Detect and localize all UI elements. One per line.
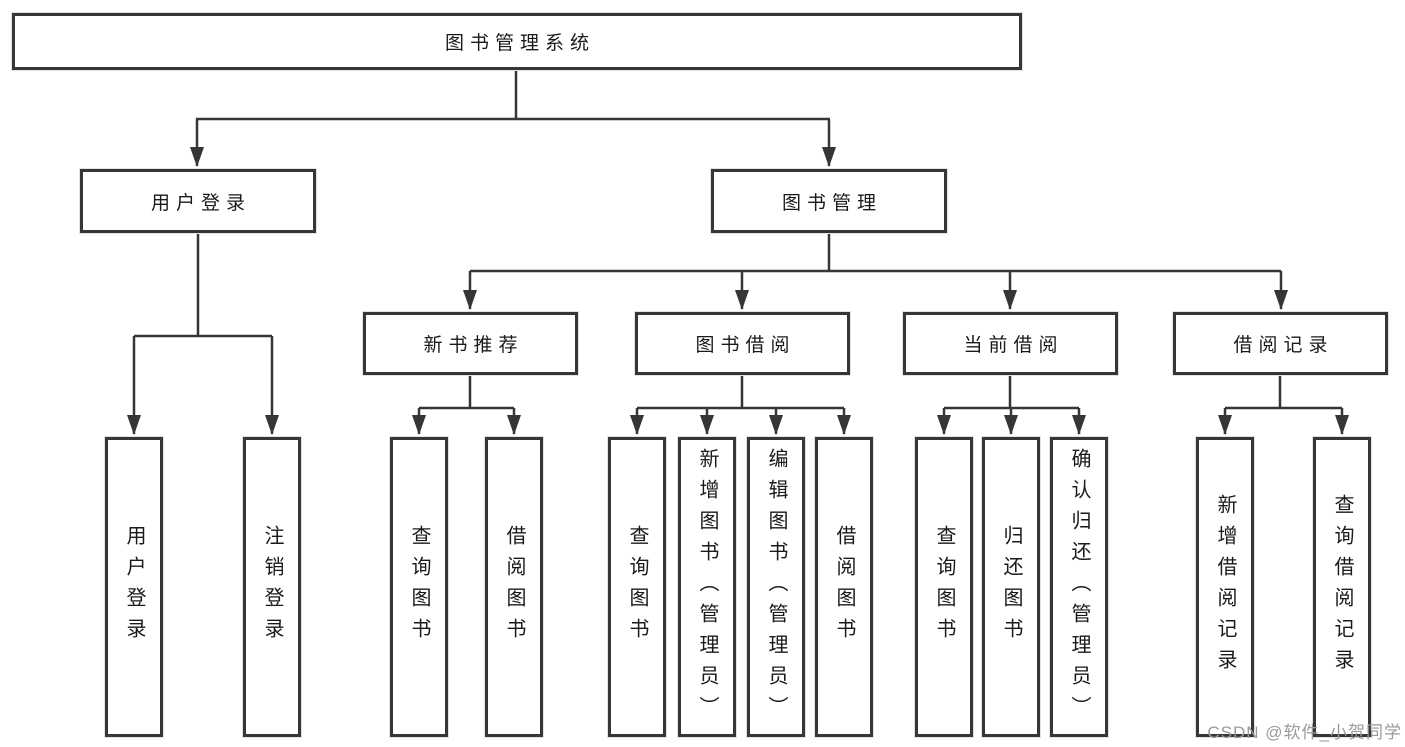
leaf-borrow-edit: 编辑图书（管理员） xyxy=(747,437,805,737)
leaf-records-query: 查询借阅记录 xyxy=(1313,437,1371,737)
leaf-current-confirm-label: 确认归还（管理员） xyxy=(1068,447,1090,727)
node-current-borrow-label: 当前借阅 xyxy=(963,335,1064,356)
node-user-login: 用户登录 xyxy=(80,169,316,233)
node-current-borrow: 当前借阅 xyxy=(903,312,1118,375)
leaf-current-return: 归还图书 xyxy=(982,437,1040,737)
leaf-current-confirm: 确认归还（管理员） xyxy=(1050,437,1108,737)
leaf-records-add: 新增借阅记录 xyxy=(1196,437,1254,737)
leaf-user-login: 用户登录 xyxy=(105,437,163,737)
leaf-borrow-query-label: 查询图书 xyxy=(626,525,648,649)
leaf-current-return-label: 归还图书 xyxy=(1000,525,1022,649)
leaf-borrow-borrow-label: 借阅图书 xyxy=(833,525,855,649)
node-user-login-label: 用户登录 xyxy=(150,192,251,214)
leaf-newbook-query: 查询图书 xyxy=(390,437,448,737)
leaf-newbook-borrow: 借阅图书 xyxy=(485,437,543,737)
leaf-current-query: 查询图书 xyxy=(915,437,973,737)
node-new-book-rec-label: 新书推荐 xyxy=(423,335,524,356)
node-book-borrow: 图书借阅 xyxy=(635,312,850,375)
leaf-user-login-label: 用户登录 xyxy=(123,525,145,649)
leaf-borrow-borrow: 借阅图书 xyxy=(815,437,873,737)
node-book-borrow-label: 图书借阅 xyxy=(695,335,796,356)
leaf-borrow-query: 查询图书 xyxy=(608,437,666,737)
watermark: CSDN @软件_小贺同学 xyxy=(1207,723,1402,742)
edge-login-trunk xyxy=(134,233,272,338)
leaf-records-query-label: 查询借阅记录 xyxy=(1331,494,1353,680)
leaf-logout-label: 注销登录 xyxy=(261,525,283,649)
leaf-logout: 注销登录 xyxy=(243,437,301,737)
leaf-newbook-query-label: 查询图书 xyxy=(408,525,430,649)
node-book-mgmt-label: 图书管理 xyxy=(781,192,882,214)
edge-root-trunk xyxy=(196,70,830,121)
leaf-borrow-add-label: 新增图书（管理员） xyxy=(696,447,718,727)
leaf-records-add-label: 新增借阅记录 xyxy=(1214,494,1236,680)
leaf-current-query-label: 查询图书 xyxy=(933,525,955,649)
leaf-borrow-add: 新增图书（管理员） xyxy=(678,437,736,737)
node-new-book-rec: 新书推荐 xyxy=(363,312,578,375)
node-root: 图书管理系统 xyxy=(12,13,1022,70)
node-borrow-records-label: 借阅记录 xyxy=(1233,335,1334,356)
edge-newbook-trunk xyxy=(419,375,514,410)
edge-mgmt-trunk xyxy=(470,233,1281,273)
leaf-borrow-edit-label: 编辑图书（管理员） xyxy=(765,447,787,727)
node-borrow-records: 借阅记录 xyxy=(1173,312,1388,375)
leaf-newbook-borrow-label: 借阅图书 xyxy=(503,525,525,649)
edge-borrow-trunk xyxy=(637,375,844,410)
node-book-mgmt: 图书管理 xyxy=(711,169,947,233)
edge-records-trunk xyxy=(1225,375,1342,410)
edge-current-trunk xyxy=(944,375,1079,410)
node-root-label: 图书管理系统 xyxy=(444,33,595,54)
